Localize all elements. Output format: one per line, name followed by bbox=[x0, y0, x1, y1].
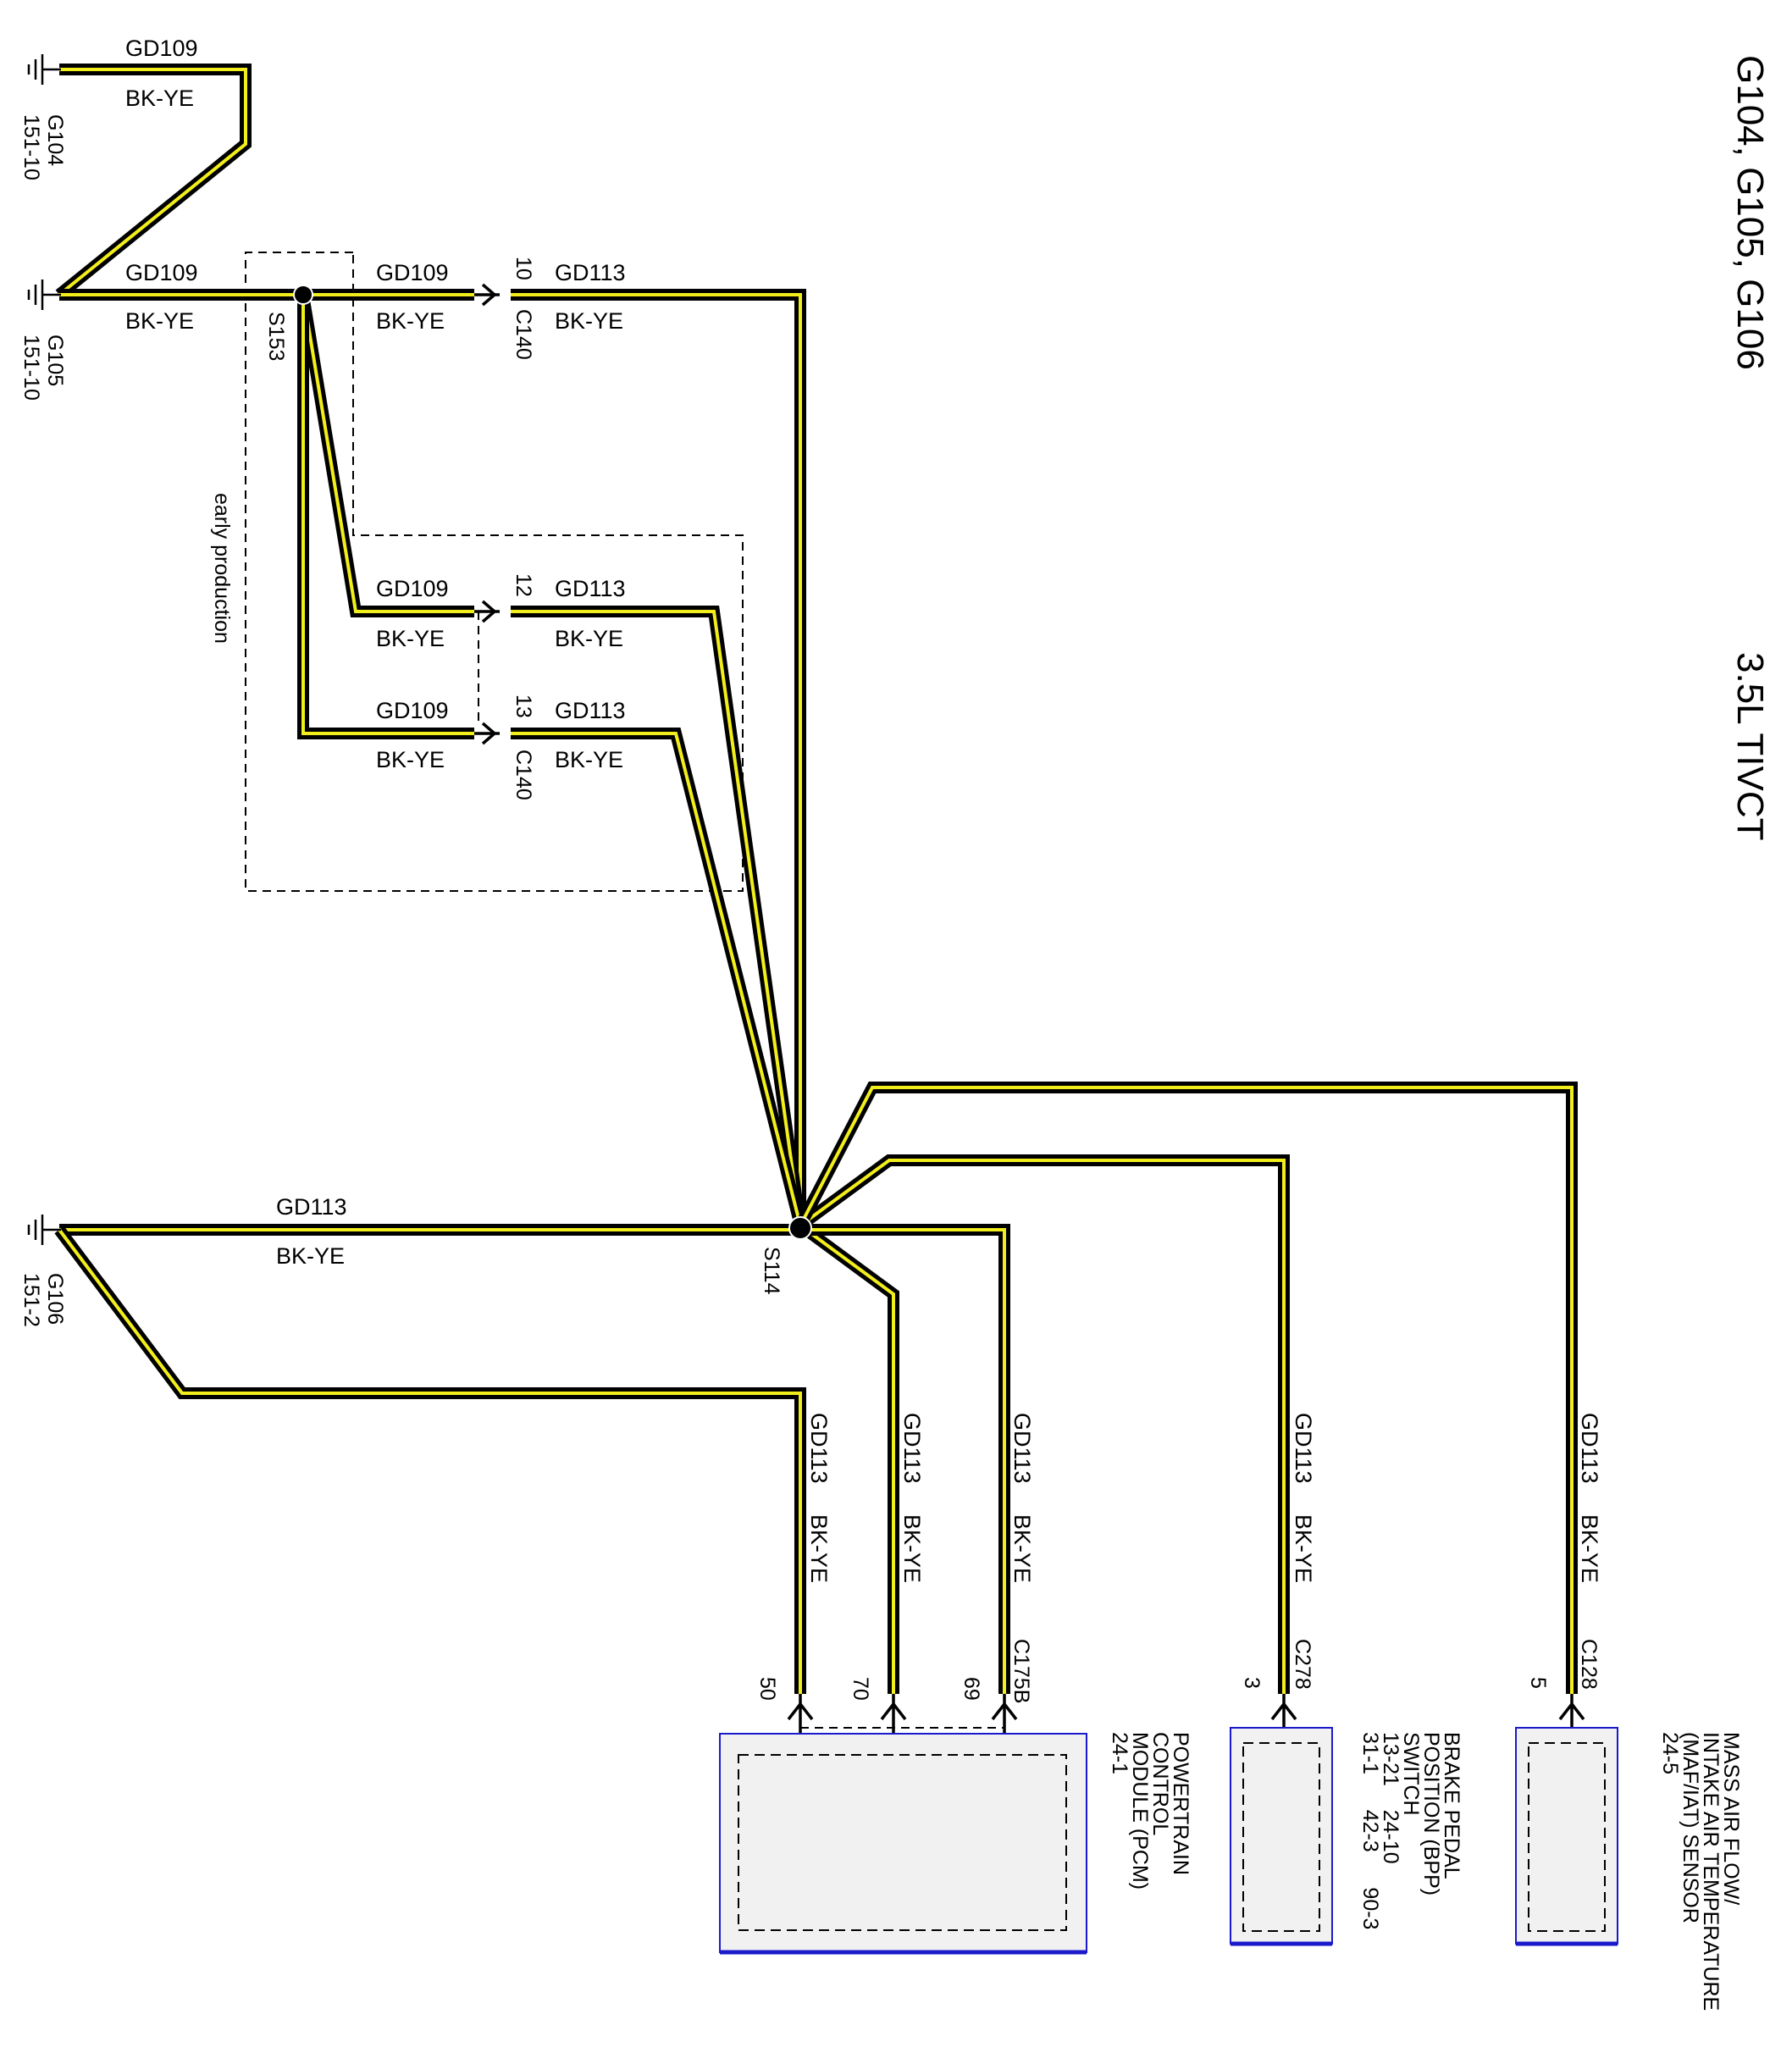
engine-subtitle: 3.5L TIVCT bbox=[1729, 652, 1771, 841]
bpp-connector-label: C278 bbox=[1291, 1639, 1314, 1690]
w5-color-label: BK-YE bbox=[1577, 1514, 1602, 1583]
g106-name: G106 bbox=[43, 1273, 67, 1325]
wire-s114-to-pcm-69[interactable] bbox=[800, 1224, 1010, 1694]
g106-ref: 151-2 bbox=[19, 1273, 43, 1327]
wire-c140-13-to-s114[interactable] bbox=[511, 728, 806, 1227]
p12-in-circuit-label: GD109 bbox=[376, 576, 449, 601]
c140-pin12-symbol[interactable] bbox=[474, 600, 500, 623]
svg-text:(MAF/IAT) SENSOR: (MAF/IAT) SENSOR bbox=[1679, 1732, 1702, 1923]
early-production-box bbox=[245, 252, 744, 892]
g106-circuit-label: GD113 bbox=[276, 1194, 347, 1220]
maf-module-label: MASS AIR FLOW/ INTAKE AIR TEMPERATURE (M… bbox=[1658, 1732, 1743, 2011]
wire-s114-to-maf[interactable] bbox=[794, 1082, 1578, 1694]
svg-text:INTAKE AIR TEMPERATURE: INTAKE AIR TEMPERATURE bbox=[1699, 1732, 1723, 2011]
svg-text:24-5: 24-5 bbox=[1658, 1732, 1682, 1774]
w50-circuit-label: GD113 bbox=[806, 1413, 832, 1484]
g106-color-label: BK-YE bbox=[276, 1243, 345, 1269]
bpp-switch-module[interactable] bbox=[1230, 1727, 1333, 1946]
pcm-pin50-label: 50 bbox=[755, 1677, 779, 1701]
c140-pin10-symbol[interactable] bbox=[474, 283, 500, 307]
maf-connector-label: C128 bbox=[1577, 1639, 1601, 1690]
p12-in-color-label: BK-YE bbox=[376, 626, 445, 651]
g104-color-label: BK-YE bbox=[125, 86, 194, 111]
svg-text:POWERTRAIN: POWERTRAIN bbox=[1169, 1732, 1192, 1875]
c140-pin10-label: 10 bbox=[512, 257, 535, 280]
bpp-module-label: BRAKE PEDAL POSITION (BPP) SWITCH 13-21 … bbox=[1358, 1732, 1463, 1929]
g105-color-label: BK-YE bbox=[125, 308, 194, 334]
pcm-pin70-label: 70 bbox=[849, 1677, 872, 1701]
p13-out-circuit-label: GD113 bbox=[555, 698, 626, 723]
c140-10-color-label: BK-YE bbox=[555, 308, 623, 334]
wire-c140-10-to-s114[interactable] bbox=[511, 289, 806, 1226]
svg-text:31-1 42-3 90-3: 31-1 42-3 90-3 bbox=[1358, 1732, 1382, 1929]
w69-color-label: BK-YE bbox=[1009, 1514, 1035, 1583]
svg-text:MODULE (PCM): MODULE (PCM) bbox=[1128, 1732, 1152, 1890]
s153-out-color-label: BK-YE bbox=[376, 308, 445, 334]
wire-g106-to-pcm-50[interactable] bbox=[54, 1226, 806, 1694]
svg-text:CONTROL: CONTROL bbox=[1148, 1732, 1172, 1835]
svg-text:24-1: 24-1 bbox=[1108, 1732, 1131, 1774]
g105-ref: 151-10 bbox=[19, 335, 43, 401]
w69-circuit-label: GD113 bbox=[1009, 1413, 1035, 1484]
bpp-pin-label: 3 bbox=[1240, 1677, 1264, 1689]
svg-text:SWITCH: SWITCH bbox=[1399, 1732, 1423, 1816]
pcm-pin69-label: 69 bbox=[960, 1677, 983, 1701]
c140-pin13-symbol[interactable] bbox=[474, 722, 500, 745]
pcm-connector-label: C175B bbox=[1009, 1639, 1033, 1703]
g104-circuit-label: GD109 bbox=[125, 36, 198, 61]
w3-color-label: BK-YE bbox=[1291, 1514, 1316, 1583]
pcm-module[interactable] bbox=[719, 1733, 1087, 1955]
svg-text:BRAKE PEDAL: BRAKE PEDAL bbox=[1440, 1732, 1463, 1879]
w50-color-label: BK-YE bbox=[806, 1514, 832, 1583]
g104-name: G104 bbox=[43, 114, 67, 166]
ground-symbol-g105 bbox=[27, 279, 61, 310]
maf-iat-sensor-module[interactable] bbox=[1515, 1727, 1618, 1946]
diagram-title: G104, G105, G106 bbox=[1729, 55, 1771, 370]
ground-symbol-g106 bbox=[27, 1215, 61, 1245]
g105-circuit-label: GD109 bbox=[125, 260, 198, 285]
wire-layer bbox=[54, 64, 1578, 1694]
c140-label-bottom: C140 bbox=[512, 750, 535, 800]
g105-name: G105 bbox=[43, 335, 67, 386]
ground-symbol-g104 bbox=[27, 54, 61, 85]
wire-g104[interactable] bbox=[55, 64, 252, 300]
splice-s114-dot[interactable] bbox=[788, 1216, 812, 1240]
splice-s114-label: S114 bbox=[760, 1247, 783, 1295]
svg-text:POSITION (BPP): POSITION (BPP) bbox=[1419, 1732, 1443, 1895]
svg-text:MASS AIR FLOW/: MASS AIR FLOW/ bbox=[1719, 1732, 1743, 1905]
early-production-label: early production bbox=[210, 493, 234, 644]
p12-out-color-label: BK-YE bbox=[555, 626, 623, 651]
c140-pin13-label: 13 bbox=[512, 694, 535, 718]
p12-out-circuit-label: GD113 bbox=[555, 576, 626, 601]
wire-s114-to-bpp[interactable] bbox=[796, 1154, 1290, 1694]
wire-s153-to-c140-13[interactable] bbox=[297, 295, 474, 739]
pcm-module-label: POWERTRAIN CONTROL MODULE (PCM) 24-1 bbox=[1108, 1732, 1192, 1890]
wire-c140-12-to-s114[interactable] bbox=[511, 606, 806, 1226]
p13-out-color-label: BK-YE bbox=[555, 747, 623, 772]
p13-in-color-label: BK-YE bbox=[376, 747, 445, 772]
splice-s153-label: S153 bbox=[264, 312, 288, 361]
w5-circuit-label: GD113 bbox=[1577, 1413, 1602, 1484]
p13-in-circuit-label: GD109 bbox=[376, 698, 449, 723]
s153-out-circuit-label: GD109 bbox=[376, 260, 449, 285]
c140-10-circuit-label: GD113 bbox=[555, 260, 626, 285]
splice-s153-dot[interactable] bbox=[293, 285, 313, 305]
g104-ref: 151-10 bbox=[19, 114, 43, 180]
w3-circuit-label: GD113 bbox=[1291, 1413, 1316, 1484]
w70-color-label: BK-YE bbox=[899, 1514, 925, 1583]
w70-circuit-label: GD113 bbox=[899, 1413, 925, 1484]
wire-s114-to-pcm-70[interactable] bbox=[796, 1220, 899, 1694]
c140-pin12-label: 12 bbox=[512, 573, 535, 597]
wire-s153-to-c140-12[interactable] bbox=[297, 293, 474, 617]
svg-text:13-21 24-10: 13-21 24-10 bbox=[1379, 1732, 1402, 1864]
c140-label-top: C140 bbox=[512, 309, 535, 360]
maf-pin-label: 5 bbox=[1526, 1677, 1550, 1689]
